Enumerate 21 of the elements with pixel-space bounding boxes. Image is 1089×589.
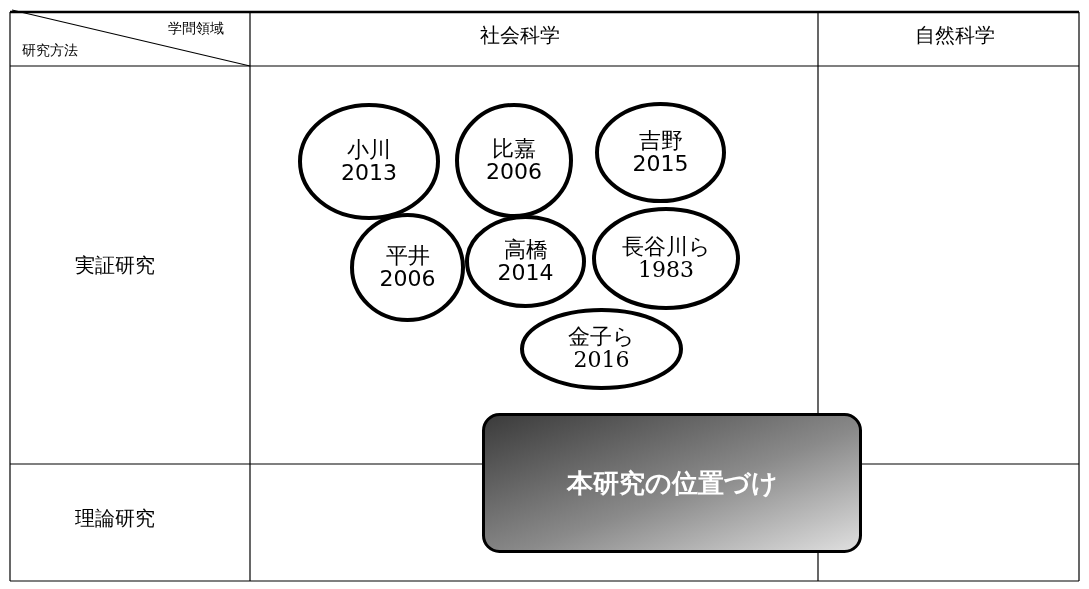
publication-year: 2014 [496, 261, 555, 284]
publication-year: 1983 [638, 258, 694, 281]
publication-year: 2013 [340, 161, 398, 184]
author-name: 長谷川ら [620, 235, 712, 258]
highlight-label: 本研究の位置づけ [565, 470, 779, 496]
publication-year: 2006 [485, 160, 543, 183]
author-name: 金子ら [567, 326, 636, 348]
publication-year: 2006 [378, 267, 437, 290]
author-name: 平井 [384, 244, 431, 267]
axis-header: 研究方法 [22, 42, 78, 60]
author-name: 小川 [346, 138, 392, 161]
publication-year: 2016 [572, 349, 631, 371]
row-header: 実証研究 [75, 252, 155, 279]
column-header: 自然科学 [915, 22, 995, 49]
author-name: 高橋 [502, 238, 549, 261]
author-name: 比嘉 [491, 137, 537, 160]
author-name: 吉野 [637, 129, 684, 152]
row-header: 理論研究 [75, 505, 155, 532]
publication-year: 2015 [631, 152, 690, 175]
axis-header: 学問領域 [168, 20, 224, 38]
column-header: 社会科学 [480, 22, 560, 49]
